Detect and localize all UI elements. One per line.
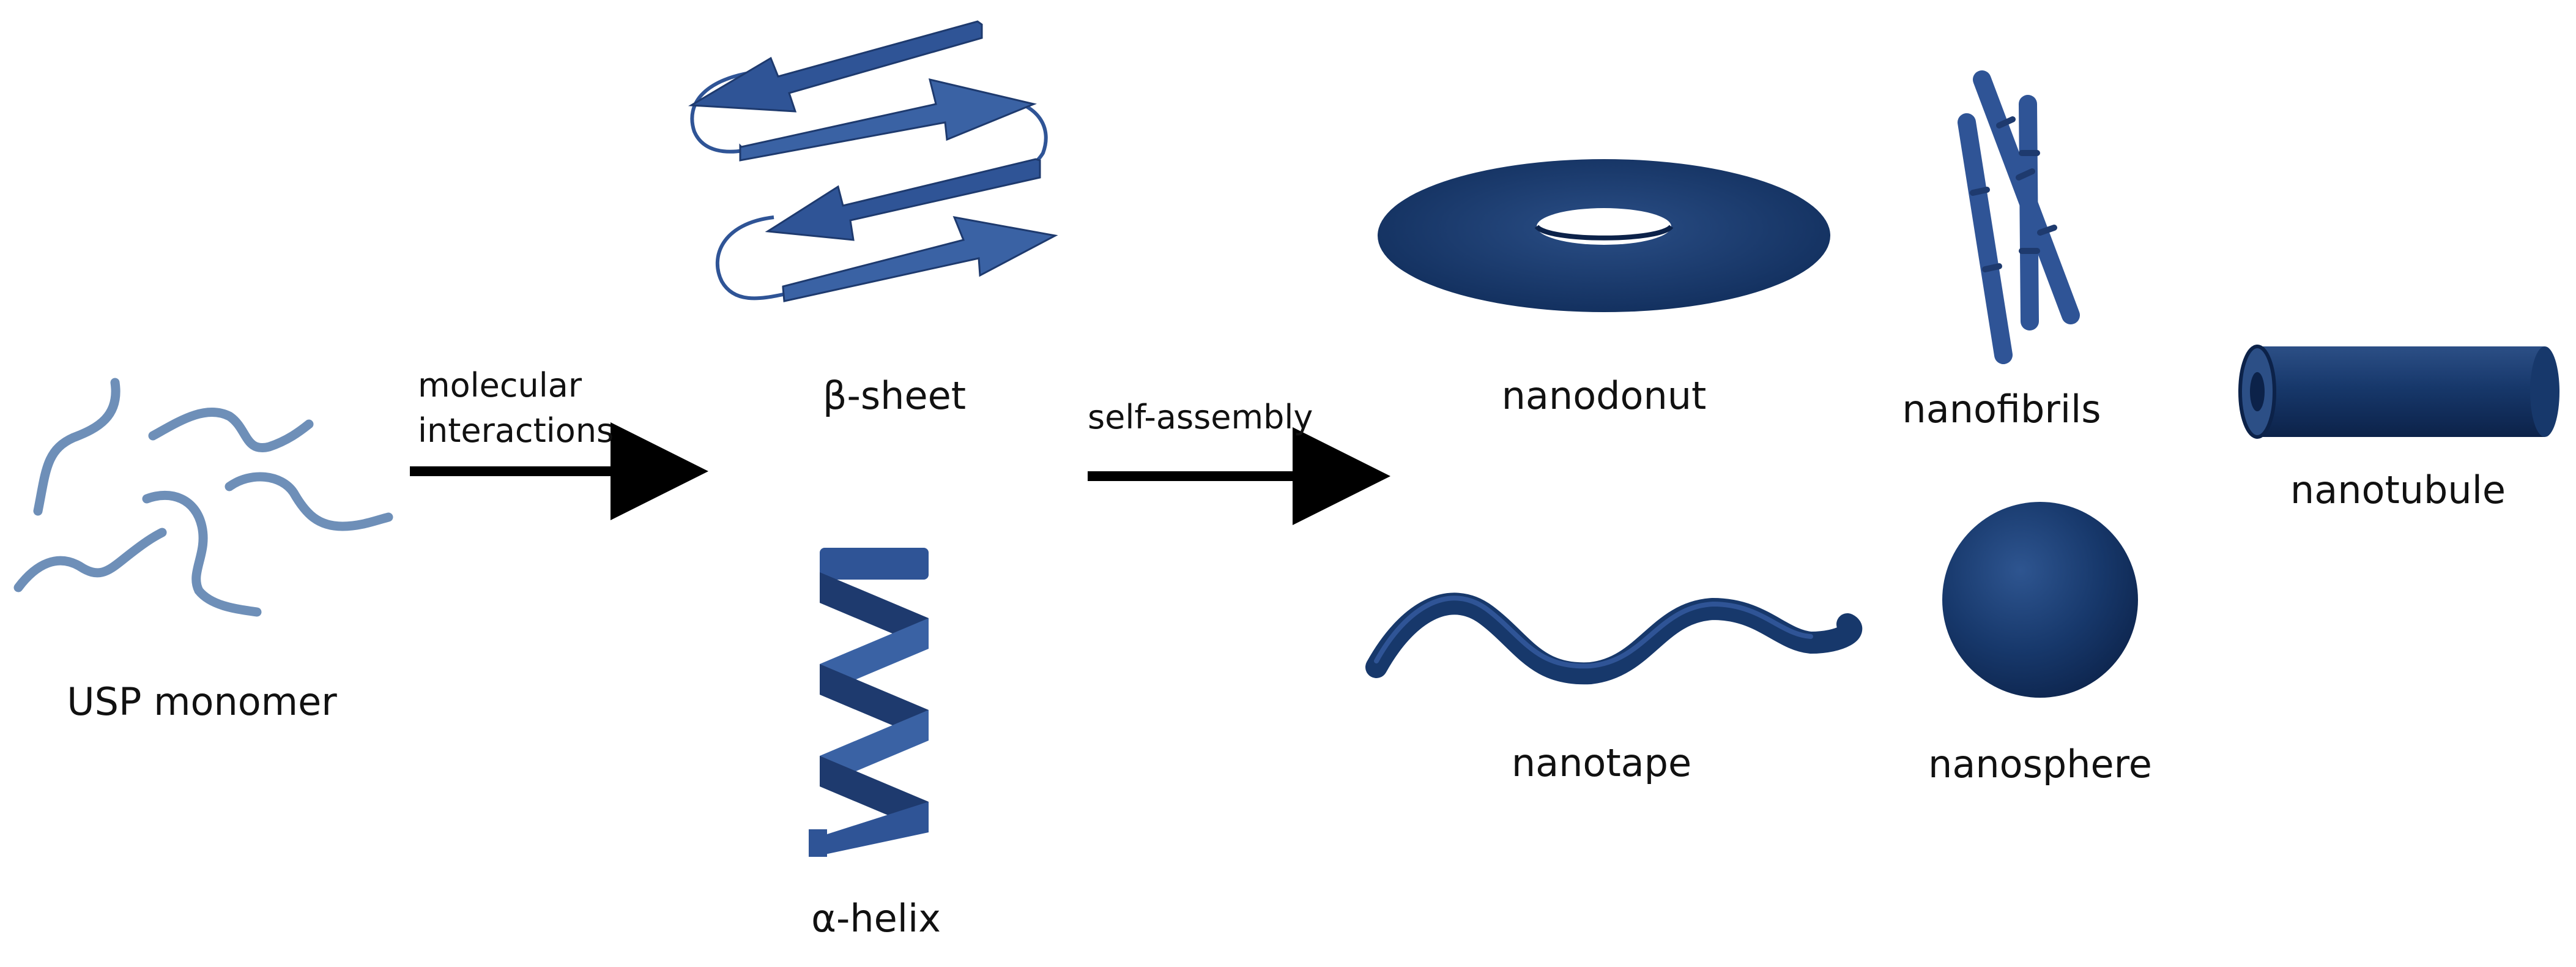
monomer-label: USP monomer: [67, 679, 337, 724]
arrow2-label: self-assembly: [1088, 398, 1313, 436]
arrow1-label-line1: molecular: [418, 366, 582, 405]
monomer-icon: [13, 378, 393, 617]
alpha-helix-label: α-helix: [811, 896, 941, 941]
wavy-tape-icon: [1365, 592, 1863, 685]
nanofibrils-label: nanofibrils: [1902, 387, 2101, 431]
nanotape-label: nanotape: [1512, 741, 1691, 785]
nanodonut-label: nanodonut: [1502, 373, 1707, 418]
alpha-helix-icon: [809, 548, 929, 857]
torus-icon: [1378, 159, 1830, 312]
crossed-fibrils-icon: [1958, 70, 2080, 364]
sphere-icon: [1942, 502, 2138, 698]
arrow1-label-line2: interactions: [418, 411, 614, 450]
nanosphere-label: nanosphere: [1928, 742, 2152, 786]
cylinder-icon: [2238, 345, 2559, 439]
beta-sheet-label: β-sheet: [823, 373, 966, 418]
nanotubule-label: nanotubule: [2290, 468, 2506, 512]
beta-sheet-icon: [688, 20, 1058, 302]
